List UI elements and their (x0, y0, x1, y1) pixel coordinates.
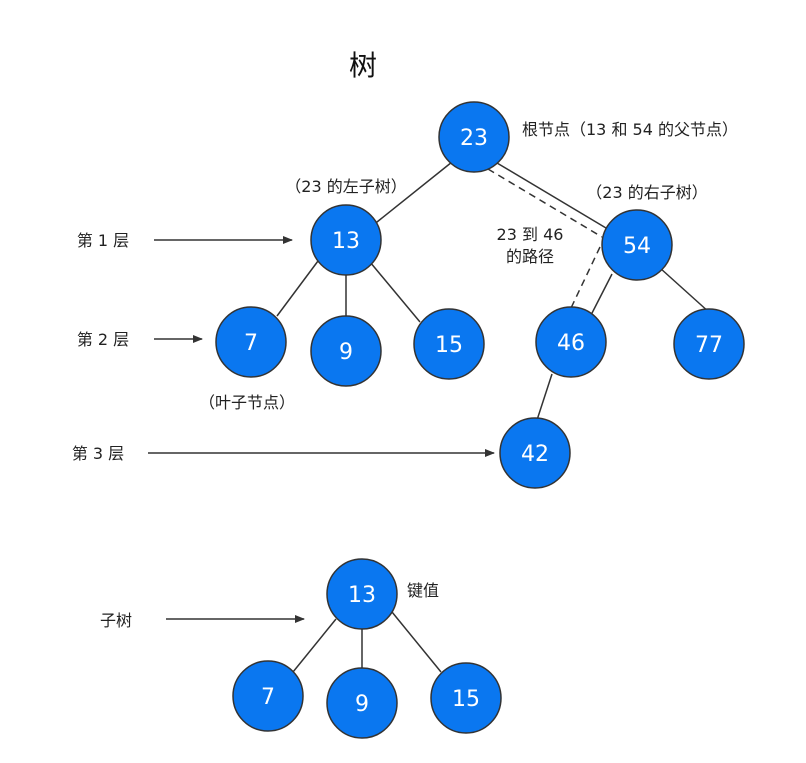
node-label: 13 (348, 583, 376, 608)
node-label: 15 (452, 687, 480, 712)
tree-node-15: 15 (413, 308, 485, 380)
level-3-label: 第 3 层 (72, 444, 124, 463)
subtree-edge-13-7 (292, 618, 337, 673)
tree-node-23: 23 (438, 101, 510, 173)
level-1-label: 第 1 层 (77, 231, 129, 250)
node-label: 42 (521, 442, 549, 467)
right-subtree-annotation: （23 的右子树） (586, 183, 707, 202)
edge-46-42 (536, 373, 553, 421)
node-label: 46 (557, 331, 585, 356)
tree-node-9: 9 (310, 315, 382, 387)
node-label: 13 (332, 229, 360, 254)
tree-node-46: 46 (535, 306, 607, 378)
tree-node-54: 54 (601, 209, 673, 281)
subtree-edge-13-15 (391, 611, 442, 673)
subtree-label: 子树 (100, 611, 132, 630)
node-label: 77 (695, 333, 723, 358)
subtree-node-7: 7 (232, 660, 304, 732)
root-annotation: 根节点（13 和 54 的父节点） (522, 120, 738, 139)
subtree-node-13: 13 (326, 558, 398, 630)
path-54-46-dashed (570, 246, 601, 309)
node-label: 54 (623, 234, 651, 259)
diagram-title: 树 (349, 49, 377, 82)
edge-13-15 (369, 261, 421, 323)
path-annotation-line2: 的路径 (506, 247, 554, 266)
level-2-label: 第 2 层 (77, 330, 129, 349)
node-label: 9 (355, 692, 369, 717)
edge-13-7 (276, 260, 319, 317)
tree-node-42: 42 (499, 417, 571, 489)
edge-54-77 (659, 267, 711, 314)
tree-node-7: 7 (215, 306, 287, 378)
node-label: 7 (244, 331, 258, 356)
tree-node-13: 13 (310, 204, 382, 276)
subtree-node-15: 15 (430, 662, 502, 734)
edge-23-13 (371, 161, 453, 227)
edge-23-54 (491, 159, 607, 229)
path-23-54-dashed (487, 168, 603, 238)
node-label: 23 (460, 126, 488, 151)
node-label: 7 (261, 685, 275, 710)
key-value-annotation: 键值 (407, 581, 439, 600)
path-annotation-line1: 23 到 46 (497, 225, 564, 244)
edge-54-46 (589, 273, 613, 318)
leaf-annotation: （叶子节点） (199, 393, 295, 412)
node-label: 15 (435, 333, 463, 358)
node-label: 9 (339, 340, 353, 365)
left-subtree-annotation: （23 的左子树） (285, 177, 406, 196)
subtree-node-9: 9 (326, 667, 398, 739)
tree-node-77: 77 (673, 308, 745, 380)
